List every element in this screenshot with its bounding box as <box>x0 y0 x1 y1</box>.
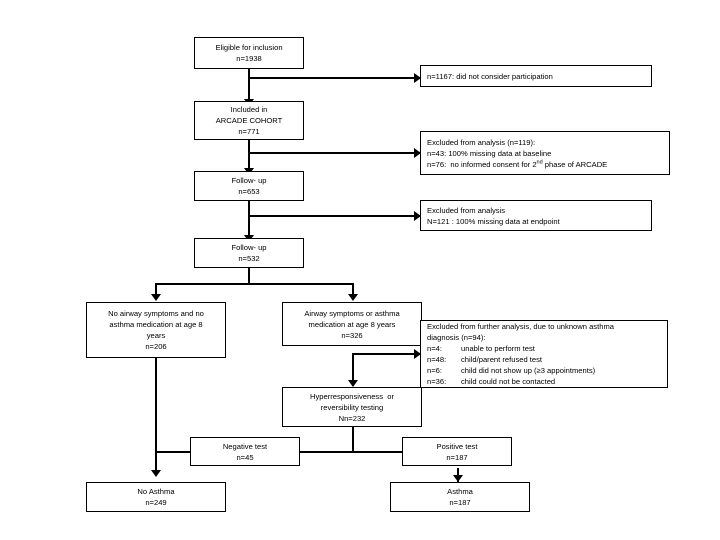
node-hyper-line1: Hyperresponsiveness or <box>310 391 394 401</box>
connector-nosymptoms-down <box>155 358 157 474</box>
node-followup1-line2: n=653 <box>238 187 260 196</box>
node-positive-test[interactable]: Positive test n=187 <box>402 437 512 466</box>
connector-split-right <box>352 283 354 299</box>
arrowhead-excludedbaseline <box>414 148 421 158</box>
arrowhead-notconsider <box>414 73 421 83</box>
node-excluded-unknown-line1: Excluded from further analysis, due to u… <box>427 322 614 331</box>
node-asthma-line1: Asthma <box>447 487 473 496</box>
node-excluded-baseline-line3-post: phase of ARCADE <box>542 159 608 169</box>
node-eligible-for-inclusion[interactable]: Eligible for inclusion n=1938 <box>194 37 304 69</box>
arrowhead-excludedunknown <box>414 349 421 359</box>
node-excluded-unknown-diagnosis[interactable]: Excluded from further analysis, due to u… <box>420 320 668 388</box>
node-excluded-unknown-line5-n: n=6: <box>427 366 442 375</box>
connector-followup2-down <box>248 268 250 284</box>
connector-followup1-to-followup2 <box>248 201 250 241</box>
node-hyper-line2: reversibility testing <box>320 402 384 412</box>
node-asthma-line2: n=187 <box>449 498 471 507</box>
connector-symptoms-to-excludedunknown <box>352 353 420 355</box>
node-included-line1: Included in <box>230 105 268 114</box>
node-excluded-unknown-line4: n=48: child/parent refused test <box>427 354 542 365</box>
node-excluded-baseline-line3-sup: nd <box>536 158 543 165</box>
node-symptoms-line2: medication at age 8 years <box>308 319 396 329</box>
node-hyper-line3: Nn=232 <box>338 413 366 423</box>
connector-split-left <box>155 283 157 299</box>
node-no-symptoms-line1: No airway symptoms and no <box>108 309 204 318</box>
node-excluded-from-analysis-baseline[interactable]: Excluded from analysis (n=119): n=43: 10… <box>420 131 670 175</box>
arrowhead-symptoms <box>348 294 358 301</box>
node-excluded-unknown-line6: n=36: child could not be contacted <box>427 376 555 387</box>
node-negative-test-line2: n=45 <box>236 452 254 462</box>
node-symptoms-line1: Airway symptoms or asthma <box>304 308 400 318</box>
arrowhead-hyper <box>348 380 358 387</box>
connector-split-bar <box>155 283 354 285</box>
node-excluded-from-analysis-endpoint[interactable]: Excluded from analysis N=121 : 100% miss… <box>420 200 652 231</box>
node-excluded-unknown-line4-n: n=48: <box>427 355 447 364</box>
node-excluded-unknown-line5: n=6: child did not show up (≥3 appointmen… <box>427 365 595 376</box>
node-excluded-unknown-line3-n: n=4: <box>427 344 442 353</box>
node-followup-2[interactable]: Follow- up n=532 <box>194 238 304 268</box>
connector-hyper-to-positive <box>352 451 414 453</box>
node-did-not-consider-participation[interactable]: n=1167: did not consider participation <box>420 65 652 87</box>
node-excluded-unknown-line4-t: child/parent refused test <box>461 355 543 364</box>
node-negative-test-line1: Negative test <box>222 441 268 451</box>
connector-hyper-down <box>352 427 354 452</box>
node-no-asthma[interactable]: No Asthma n=249 <box>86 482 226 512</box>
node-no-symptoms-line4: n=206 <box>145 342 167 351</box>
node-no-airway-symptoms[interactable]: No airway symptoms and no asthma medicat… <box>86 302 226 358</box>
node-no-symptoms-line3: years <box>146 331 166 340</box>
node-excluded-endpoint-line2: N=121 : 100% missing data at endpoint <box>427 216 560 226</box>
node-excluded-baseline-line2: n=43: 100% missing data at baseline <box>427 148 552 158</box>
node-excluded-unknown-line6-n: n=36: <box>427 377 447 386</box>
node-no-asthma-line1: No Asthma <box>137 487 175 496</box>
node-symptoms-line3: n=326 <box>341 330 363 340</box>
node-no-symptoms-line2: asthma medication at age 8 <box>109 320 203 329</box>
node-excluded-baseline-line3: n=76: no informed consent for 2nd phase … <box>427 159 607 170</box>
node-excluded-endpoint-line1: Excluded from analysis <box>427 205 506 215</box>
node-positive-test-line2: n=187 <box>446 452 468 462</box>
node-followup2-line2: n=532 <box>238 254 260 263</box>
connector-included-to-followup1 <box>248 139 250 175</box>
node-excluded-unknown-line2: diagnosis (n=94): <box>427 333 486 342</box>
node-excluded-unknown-line5-t: child did not show up (≥3 appointments) <box>461 366 596 375</box>
node-included-arcade-cohort[interactable]: Included in ARCADE COHORT n=771 <box>194 101 304 140</box>
node-negative-test[interactable]: Negative test n=45 <box>190 437 300 466</box>
connector-symptoms-to-hyper <box>352 353 354 385</box>
node-excluded-unknown-line3: n=4: unable to perform test <box>427 343 535 354</box>
node-positive-test-line1: Positive test <box>436 441 478 451</box>
node-excluded-unknown-line3-t: unable to perform test <box>461 344 535 353</box>
node-followup2-line1: Follow- up <box>231 243 267 252</box>
node-included-line3: n=771 <box>238 127 260 136</box>
connector-eligible-to-included <box>248 68 250 106</box>
connector-negative-to-noasthma <box>155 451 190 453</box>
connector-included-to-excludedbaseline <box>248 152 420 154</box>
node-eligible-line2: n=1938 <box>236 54 262 63</box>
node-asthma[interactable]: Asthma n=187 <box>390 482 530 512</box>
node-eligible-line1: Eligible for inclusion <box>215 43 283 52</box>
arrowhead-asthma <box>453 475 463 482</box>
node-followup1-line1: Follow- up <box>231 176 267 185</box>
node-no-asthma-line2: n=249 <box>145 498 167 507</box>
arrowhead-excludedendpoint <box>414 211 421 221</box>
connector-eligible-to-notconsider <box>248 77 420 79</box>
node-excluded-unknown-line6-t: child could not be contacted <box>461 377 556 386</box>
connector-followup1-to-excludedendpoint <box>248 215 420 217</box>
node-did-not-consider-line1: n=1167: did not consider participation <box>427 71 553 81</box>
arrowhead-no-symptoms <box>151 294 161 301</box>
node-excluded-baseline-line3-pre: n=76: no informed consent for 2 <box>427 159 537 169</box>
node-followup-1[interactable]: Follow- up n=653 <box>194 171 304 201</box>
node-included-line2: ARCADE COHORT <box>215 116 283 125</box>
node-excluded-baseline-line1: Excluded from analysis (n=119): <box>427 137 536 147</box>
node-airway-symptoms[interactable]: Airway symptoms or asthma medication at … <box>282 302 422 346</box>
connector-hyper-to-negative <box>290 451 354 453</box>
node-hyperresponsiveness-testing[interactable]: Hyperresponsiveness or reversibility tes… <box>282 387 422 427</box>
arrowhead-no-asthma-left <box>151 470 161 477</box>
